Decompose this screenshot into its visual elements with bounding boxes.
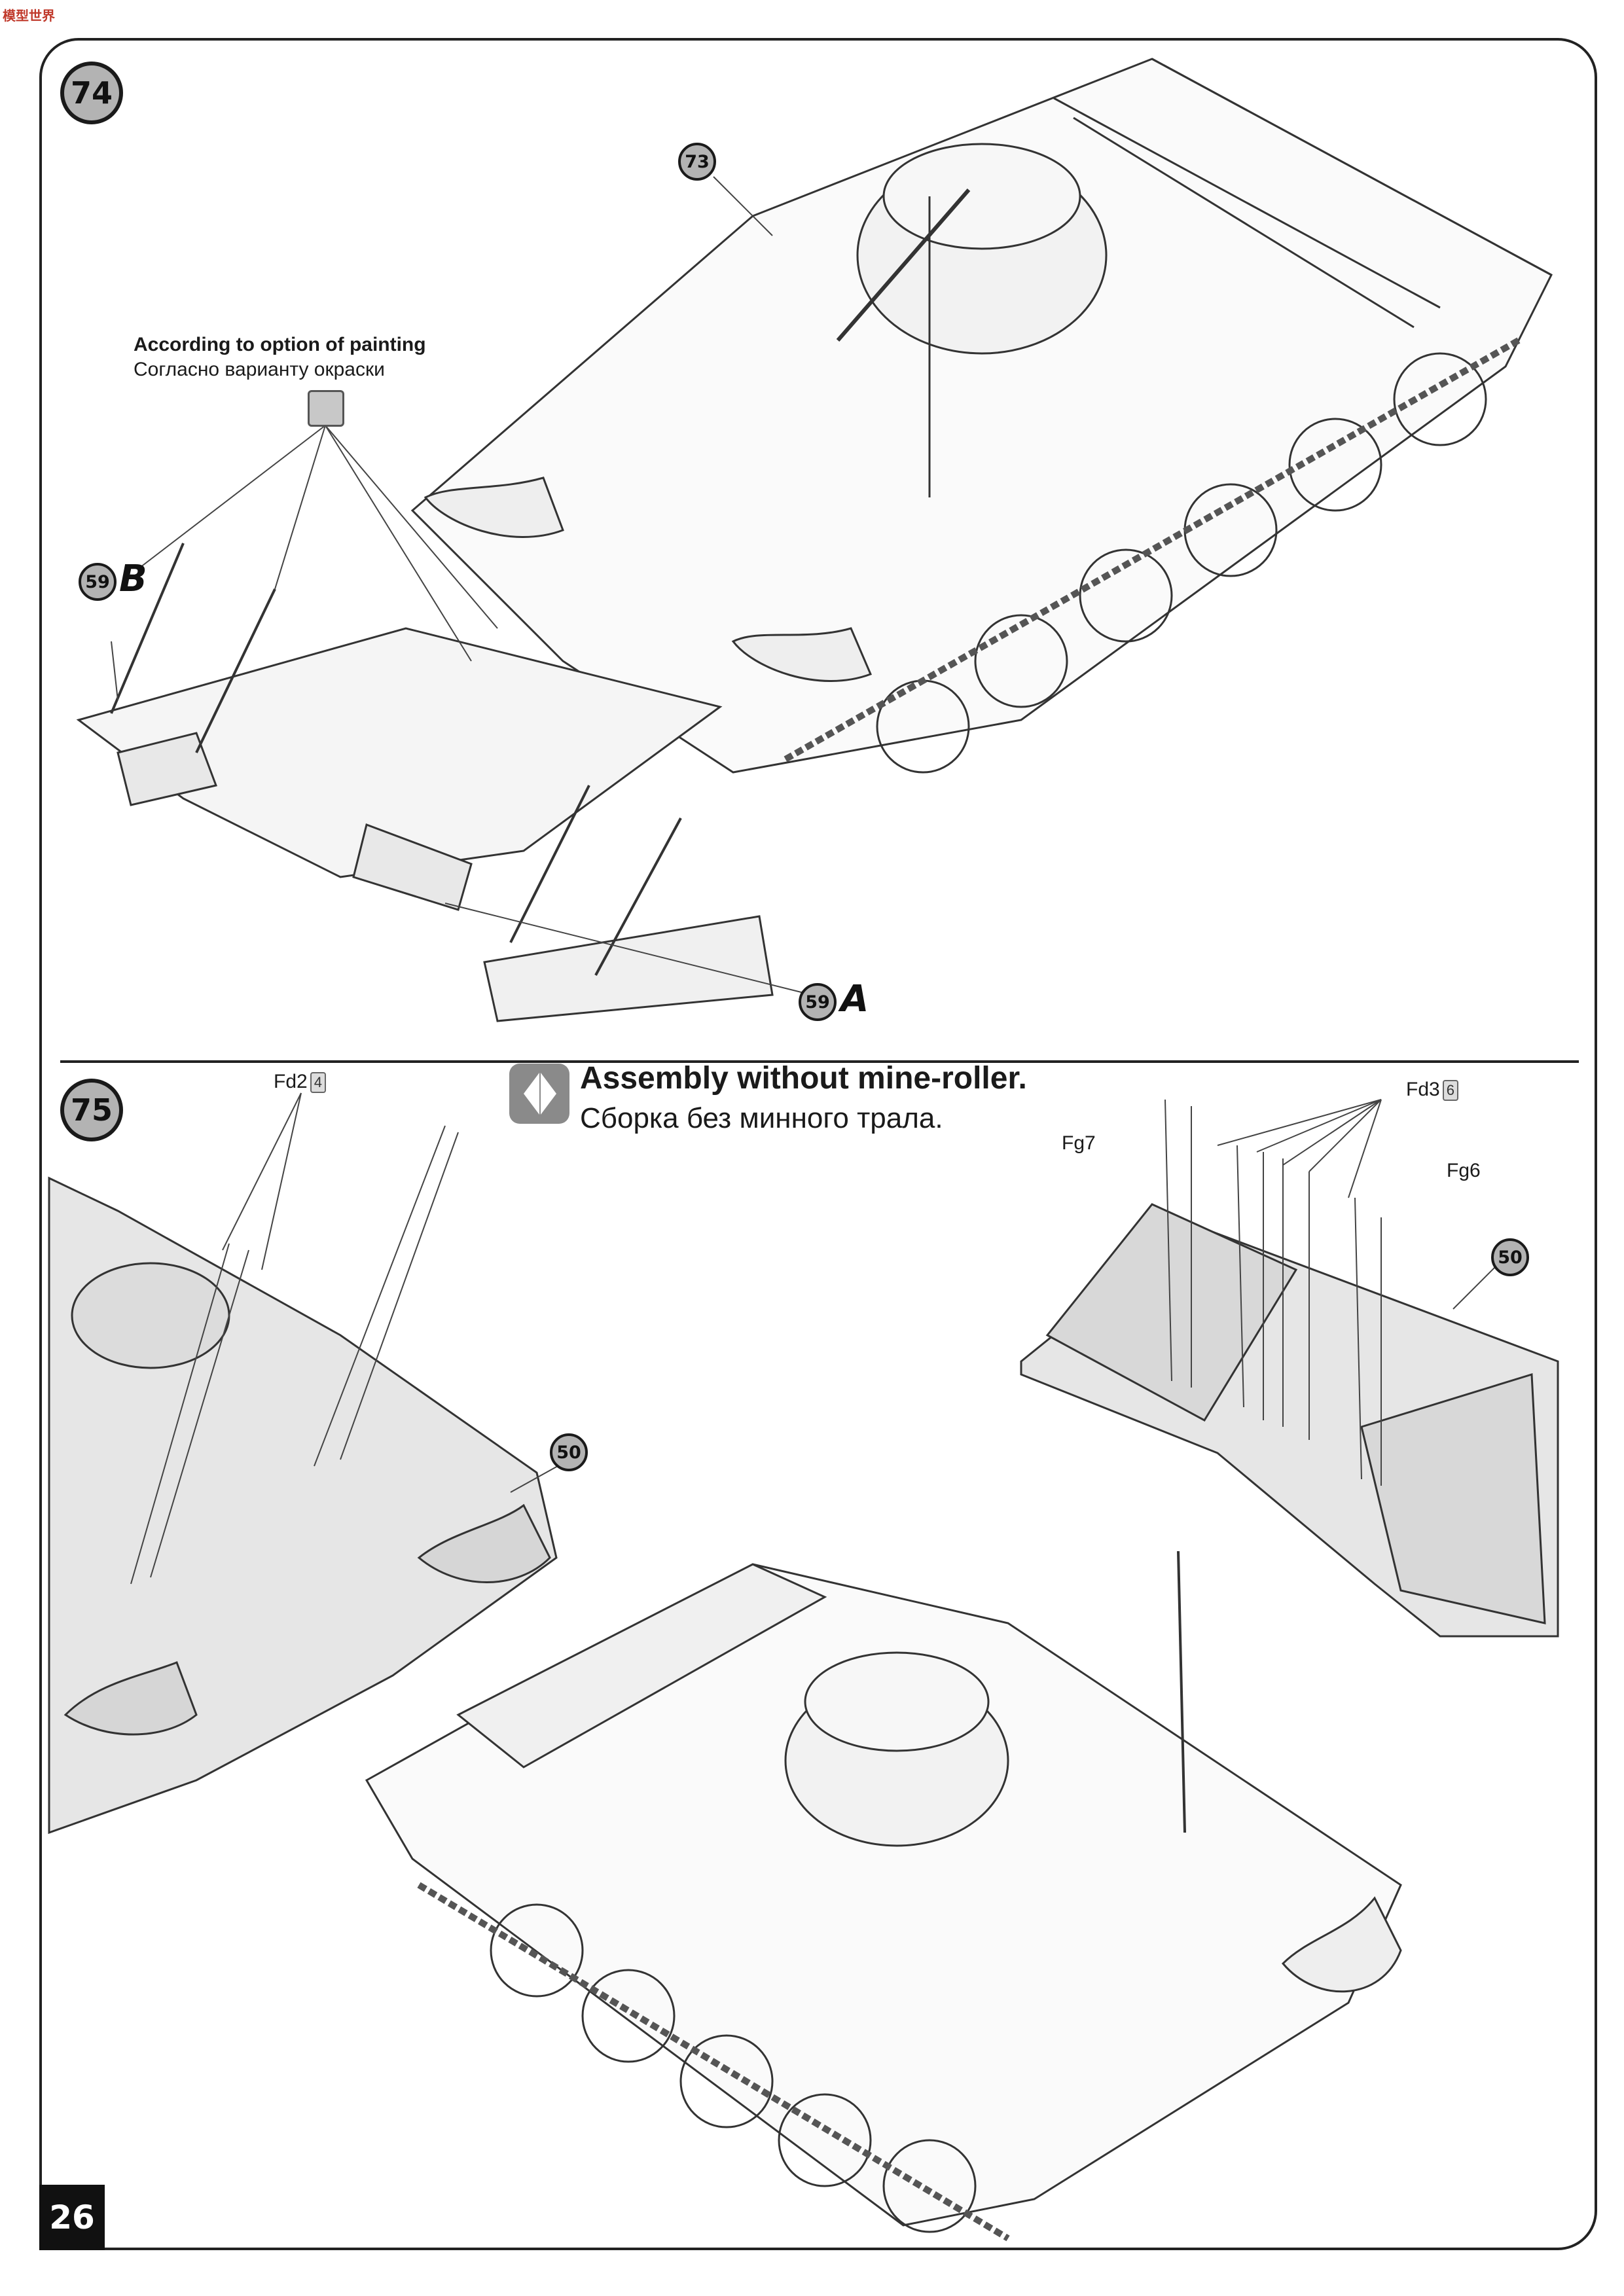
part-ref-59a: 59 [799,983,837,1021]
page-number: 26 [39,2185,105,2250]
publisher-logo: 模型世界 [3,8,55,24]
part-label-fd3-count: 6 [1442,1080,1458,1102]
painting-note-en: According to option of painting [134,334,426,355]
assembly-title-en: Assembly without mine-roller. [580,1061,1027,1096]
tank-hull-75-left [48,1176,558,1835]
part-ref-59b: 59 [79,563,117,601]
tank-hull-74 [410,58,1553,774]
part-label-fg6: Fg6 [1447,1160,1481,1181]
double-arrow-icon [524,1073,556,1115]
step-divider [60,1060,1579,1063]
part-ref-73: 73 [678,143,716,181]
tank-hull-75-right [1020,1203,1559,1638]
painting-note-ru: Согласно варианту окраски [134,359,385,380]
part-label-fd3-name: Fd3 [1406,1079,1440,1100]
assembly-variant-icon [509,1064,569,1124]
part-ref-50-left: 50 [550,1433,588,1471]
part-ref-50-right: 50 [1491,1238,1529,1276]
part-ref-59b-letter: B [119,558,147,600]
part-ref-59a-letter: A [840,978,869,1020]
step-number-75: 75 [60,1079,123,1141]
mine-roller-74 [76,543,774,1022]
part-label-fd2-count: 4 [310,1072,326,1094]
part-label-fd2-name: Fd2 [274,1071,308,1092]
page-frame [39,38,1597,2250]
painting-option-icon [308,390,344,427]
assembly-title-ru: Сборка без минного трала. [580,1102,943,1134]
tank-complete-75 [365,1551,1402,2242]
part-label-fg7: Fg7 [1062,1132,1096,1154]
step-number-74: 74 [60,62,123,124]
